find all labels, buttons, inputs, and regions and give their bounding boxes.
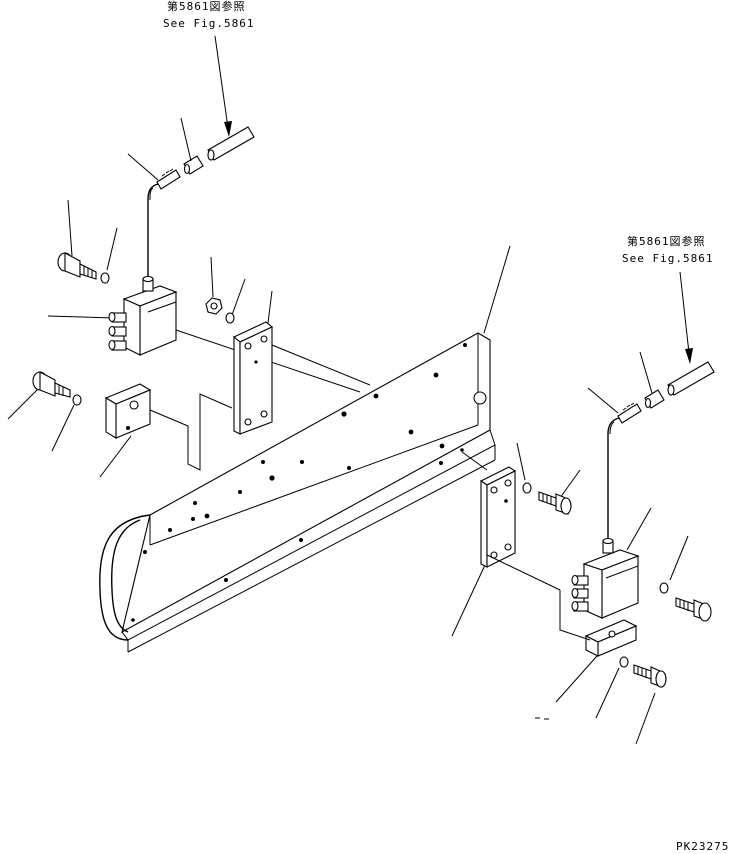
ref-right-jp: 第5861図参照 bbox=[627, 235, 706, 248]
bolt-left-upper bbox=[57, 252, 97, 280]
elbow-fitting-left bbox=[147, 168, 181, 280]
ref-top-left-en: See Fig.5861 bbox=[163, 17, 255, 30]
spacer-plate-right bbox=[479, 466, 517, 568]
sleeve-left bbox=[183, 155, 204, 175]
bolt-right-mid bbox=[675, 597, 712, 622]
elbow-fitting-right bbox=[607, 402, 642, 540]
clip-bracket-left bbox=[104, 383, 152, 439]
washer-right-lower bbox=[619, 656, 629, 668]
distributor-block-left bbox=[108, 275, 178, 356]
washer-right-mid bbox=[659, 582, 669, 594]
drawing-code: PK23275 bbox=[676, 840, 730, 853]
ref-right-en: See Fig.5861 bbox=[622, 252, 714, 265]
clip-bracket-right bbox=[584, 619, 638, 657]
washer-left-lower bbox=[72, 394, 82, 406]
left-assembly bbox=[7, 35, 511, 478]
washer-left-upper bbox=[100, 272, 110, 284]
distributor-block-right bbox=[571, 537, 640, 619]
bolt-right-lower bbox=[633, 664, 667, 688]
plate-holes bbox=[131, 342, 487, 622]
sleeve-right bbox=[644, 389, 665, 409]
bolt-left-lower bbox=[32, 371, 71, 398]
spacer-plate-left bbox=[232, 321, 274, 435]
ref-top-left-jp: 第5861図参照 bbox=[167, 0, 246, 13]
bolt-right-upper bbox=[538, 491, 572, 515]
nut-left bbox=[205, 297, 223, 315]
pipe-right bbox=[667, 361, 715, 396]
right-assembly bbox=[451, 271, 715, 745]
washer-left-mid bbox=[225, 312, 235, 324]
main-bracket-plate bbox=[99, 332, 496, 653]
washer-right-upper bbox=[522, 482, 532, 494]
pipe-left bbox=[207, 126, 255, 161]
